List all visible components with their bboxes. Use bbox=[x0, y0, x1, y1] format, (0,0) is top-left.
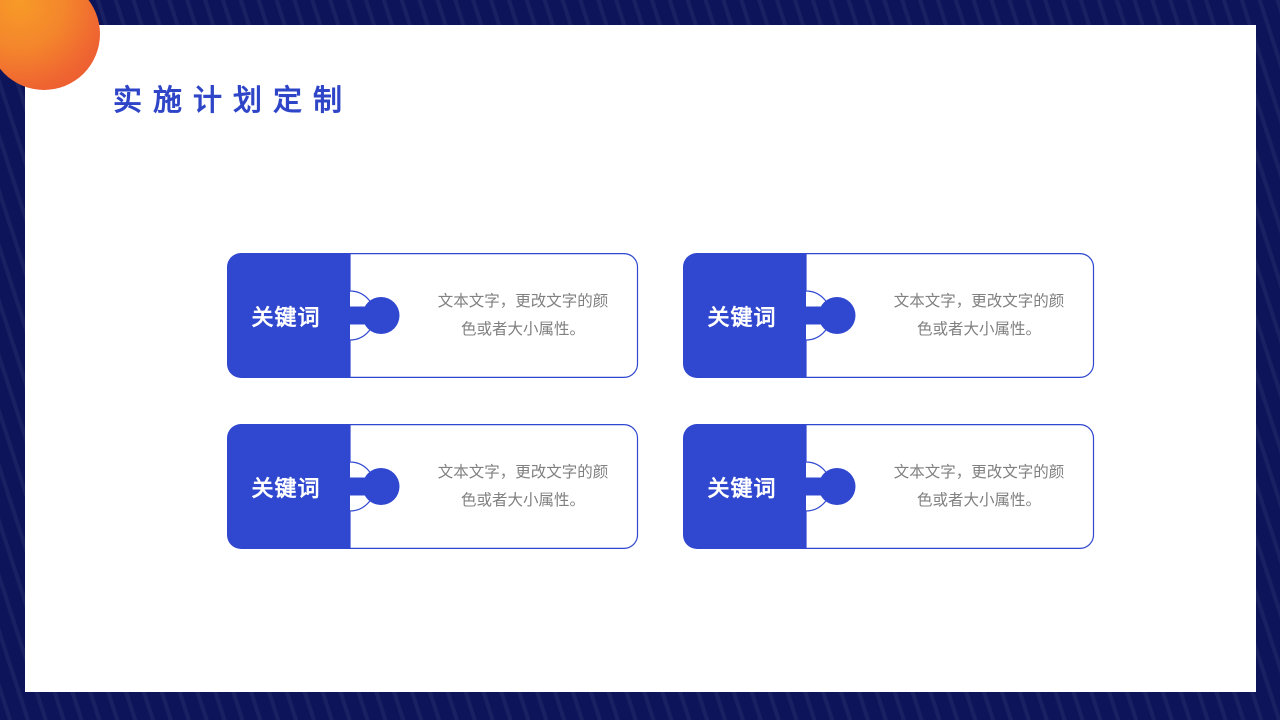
puzzle-piece[interactable]: 关键词 文本文字，更改文字的颜 色或者大小属性。 bbox=[227, 253, 639, 378]
puzzle-piece-shape bbox=[227, 253, 639, 378]
puzzle-piece[interactable]: 关键词 文本文字，更改文字的颜 色或者大小属性。 bbox=[227, 424, 639, 549]
puzzle-knob-icon bbox=[362, 468, 400, 505]
puzzle-keyword-block bbox=[683, 424, 806, 549]
puzzle-knob-neck bbox=[347, 477, 366, 496]
puzzle-knob-icon bbox=[818, 297, 856, 334]
puzzle-piece-grid: 关键词 文本文字，更改文字的颜 色或者大小属性。 关键词 bbox=[227, 253, 1095, 549]
puzzle-piece-shape bbox=[227, 424, 639, 549]
puzzle-knob-neck bbox=[347, 306, 366, 325]
puzzle-keyword-block bbox=[227, 424, 350, 549]
slide-content-card: 实施计划定制 关键词 文本文字，更改文字的颜 bbox=[25, 25, 1256, 692]
puzzle-knob-neck bbox=[803, 477, 822, 496]
puzzle-knob-neck bbox=[803, 306, 822, 325]
page-title: 实施计划定制 bbox=[113, 85, 354, 118]
puzzle-keyword-block bbox=[227, 253, 350, 378]
puzzle-piece-shape bbox=[683, 253, 1095, 378]
puzzle-piece[interactable]: 关键词 文本文字，更改文字的颜 色或者大小属性。 bbox=[683, 253, 1095, 378]
puzzle-keyword-block bbox=[683, 253, 806, 378]
puzzle-piece-shape bbox=[683, 424, 1095, 549]
puzzle-knob-icon bbox=[818, 468, 856, 505]
puzzle-piece[interactable]: 关键词 文本文字，更改文字的颜 色或者大小属性。 bbox=[683, 424, 1095, 549]
puzzle-knob-icon bbox=[362, 297, 400, 334]
